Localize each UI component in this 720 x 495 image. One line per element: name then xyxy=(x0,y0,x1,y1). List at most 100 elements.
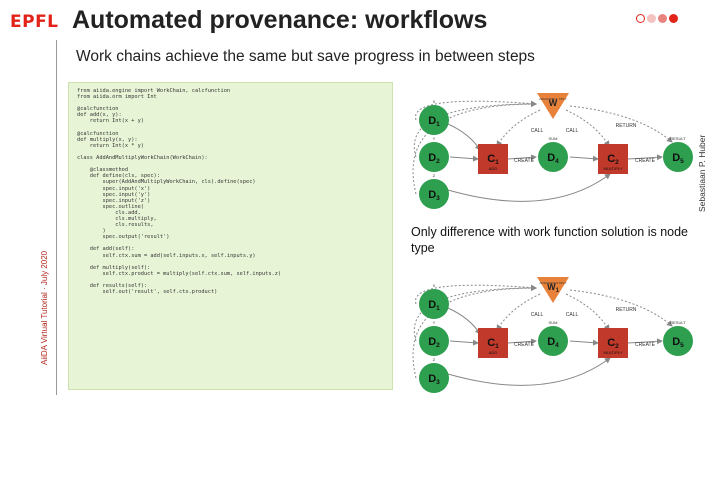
calc-node-caption: MULTIPLY xyxy=(604,350,623,355)
edge-label-create: CREATE xyxy=(514,158,535,164)
data-node-d1: D1 X xyxy=(419,99,449,135)
code-panel: from aiida.engine import WorkChain, calc… xyxy=(68,82,393,390)
node-label: D2 xyxy=(428,152,440,165)
edge-c2-d5 xyxy=(627,338,663,345)
edge-c1-d4 xyxy=(507,154,537,161)
edge-d1-c1 xyxy=(447,123,481,151)
code-line: def results(self): xyxy=(77,283,148,289)
edge-label-create: CREATE xyxy=(635,158,656,164)
edge-d3-c2 xyxy=(447,173,611,202)
edge-label-call: CALL xyxy=(531,312,544,318)
code-line: ) xyxy=(77,228,106,235)
code-line: from aiida.orm import Int xyxy=(77,94,157,101)
node-label: C1 xyxy=(487,337,499,350)
calc-node-caption: ADD xyxy=(489,166,498,171)
data-node-caption: SUM xyxy=(549,136,558,141)
dot-1 xyxy=(636,14,645,23)
calc-node-caption: ADD xyxy=(489,350,498,355)
slide-subtitle: Work chains achieve the same but save pr… xyxy=(76,48,535,65)
data-node-d5: D5 RESULT xyxy=(663,136,693,172)
edge-d1-w xyxy=(415,100,537,121)
code-line: cls.add, xyxy=(77,209,141,216)
edge-d1-c1 xyxy=(447,307,481,335)
footer-vertical: AiiDA Virtual Tutorial · July 2020 xyxy=(40,250,49,365)
edge-label-return: RETURN xyxy=(616,123,637,129)
code-line: @calcfunction xyxy=(77,130,119,137)
edge-w-c1 xyxy=(496,109,541,147)
edge-d4-c2 xyxy=(569,339,599,346)
workflow-caption: ADDANDMULTIPLY xyxy=(540,281,567,285)
code-line: class AddAndMultiplyWorkChain(WorkChain)… xyxy=(77,155,208,162)
code-line: cls.results, xyxy=(77,222,154,229)
code-line: def define(cls, spec): xyxy=(77,173,160,180)
data-node-caption: X xyxy=(433,99,436,104)
code-line: super(AddAndMultiplyWorkChain, cls).defi… xyxy=(77,179,256,186)
data-node-caption: Z xyxy=(433,357,436,362)
data-node-caption: X xyxy=(433,283,436,288)
node-label: C1 xyxy=(487,153,499,166)
data-node-d1: D1X xyxy=(419,283,449,319)
edge-d3-w xyxy=(412,285,537,379)
code-line: spec.input('x') xyxy=(77,185,151,192)
edge-label-call: CALL xyxy=(566,312,579,318)
slide-title: Automated provenance: workflows xyxy=(72,6,488,34)
edge-label-create: CREATE xyxy=(514,342,535,348)
code-line: spec.input('y') xyxy=(77,191,151,198)
node-label: C2 xyxy=(607,337,619,350)
edge-w-c2 xyxy=(565,293,610,331)
edge-label-return: RETURN xyxy=(616,307,637,313)
node-label: D5 xyxy=(672,152,684,165)
code-line: spec.input('z') xyxy=(77,197,151,204)
code-line: def multiply(self): xyxy=(77,264,151,271)
edge-w-c2 xyxy=(565,109,610,147)
code-line: cls.multiply, xyxy=(77,215,157,222)
calc-node-caption: MULTIPLY xyxy=(604,166,623,171)
code-line: @calcfunction xyxy=(77,106,119,113)
data-node-d2: D2 Y xyxy=(419,320,449,356)
code-line: self.out('result', self.ctx.product) xyxy=(77,289,218,296)
edge-d2-c1 xyxy=(449,339,479,346)
edge-d2-c1 xyxy=(449,155,479,162)
workflow-node xyxy=(537,277,569,303)
edge-d3-c2 xyxy=(447,357,611,386)
node-label: D4 xyxy=(547,336,559,349)
left-divider xyxy=(56,40,57,395)
edge-w-d5 xyxy=(569,105,673,143)
code-line: @classmethod xyxy=(77,167,129,174)
code-line: from aiida.engine import WorkChain, calc… xyxy=(77,88,231,94)
decorative-dots xyxy=(636,14,678,23)
node-label: D1 xyxy=(428,115,440,128)
workflow-label: W xyxy=(549,98,558,108)
code-line: return Int(x + y) xyxy=(77,118,144,125)
dot-3 xyxy=(658,14,667,23)
edge-label-call: CALL xyxy=(531,128,544,134)
edge-w-d5 xyxy=(569,289,673,327)
code-line: def add(x, y): xyxy=(77,112,122,119)
edge-label-create: CREATE xyxy=(635,342,656,348)
data-node-caption: RESULT xyxy=(670,136,686,141)
data-node-d3: D3Z xyxy=(419,357,449,393)
data-node-caption: Y xyxy=(433,136,436,141)
workflow-caption: ADDANDMUL TIPLY xyxy=(539,97,567,101)
data-node-caption: Z xyxy=(433,173,436,178)
data-node-d3: D3Z xyxy=(419,173,449,209)
node-label: D2 xyxy=(428,336,440,349)
code-line: def add(self): xyxy=(77,246,135,253)
edge-d3-w xyxy=(412,101,537,195)
edge-d1-w xyxy=(415,284,537,305)
code-line: self.ctx.product = multiply(self.ctx.sum… xyxy=(77,270,282,277)
dot-4 xyxy=(669,14,678,23)
code-line: spec.outline( xyxy=(77,203,144,210)
edge-c1-d4 xyxy=(507,338,537,345)
edge-d4-c2 xyxy=(569,155,599,162)
epfl-logo: EPFL xyxy=(10,12,59,32)
data-node-caption: Y xyxy=(433,320,436,325)
